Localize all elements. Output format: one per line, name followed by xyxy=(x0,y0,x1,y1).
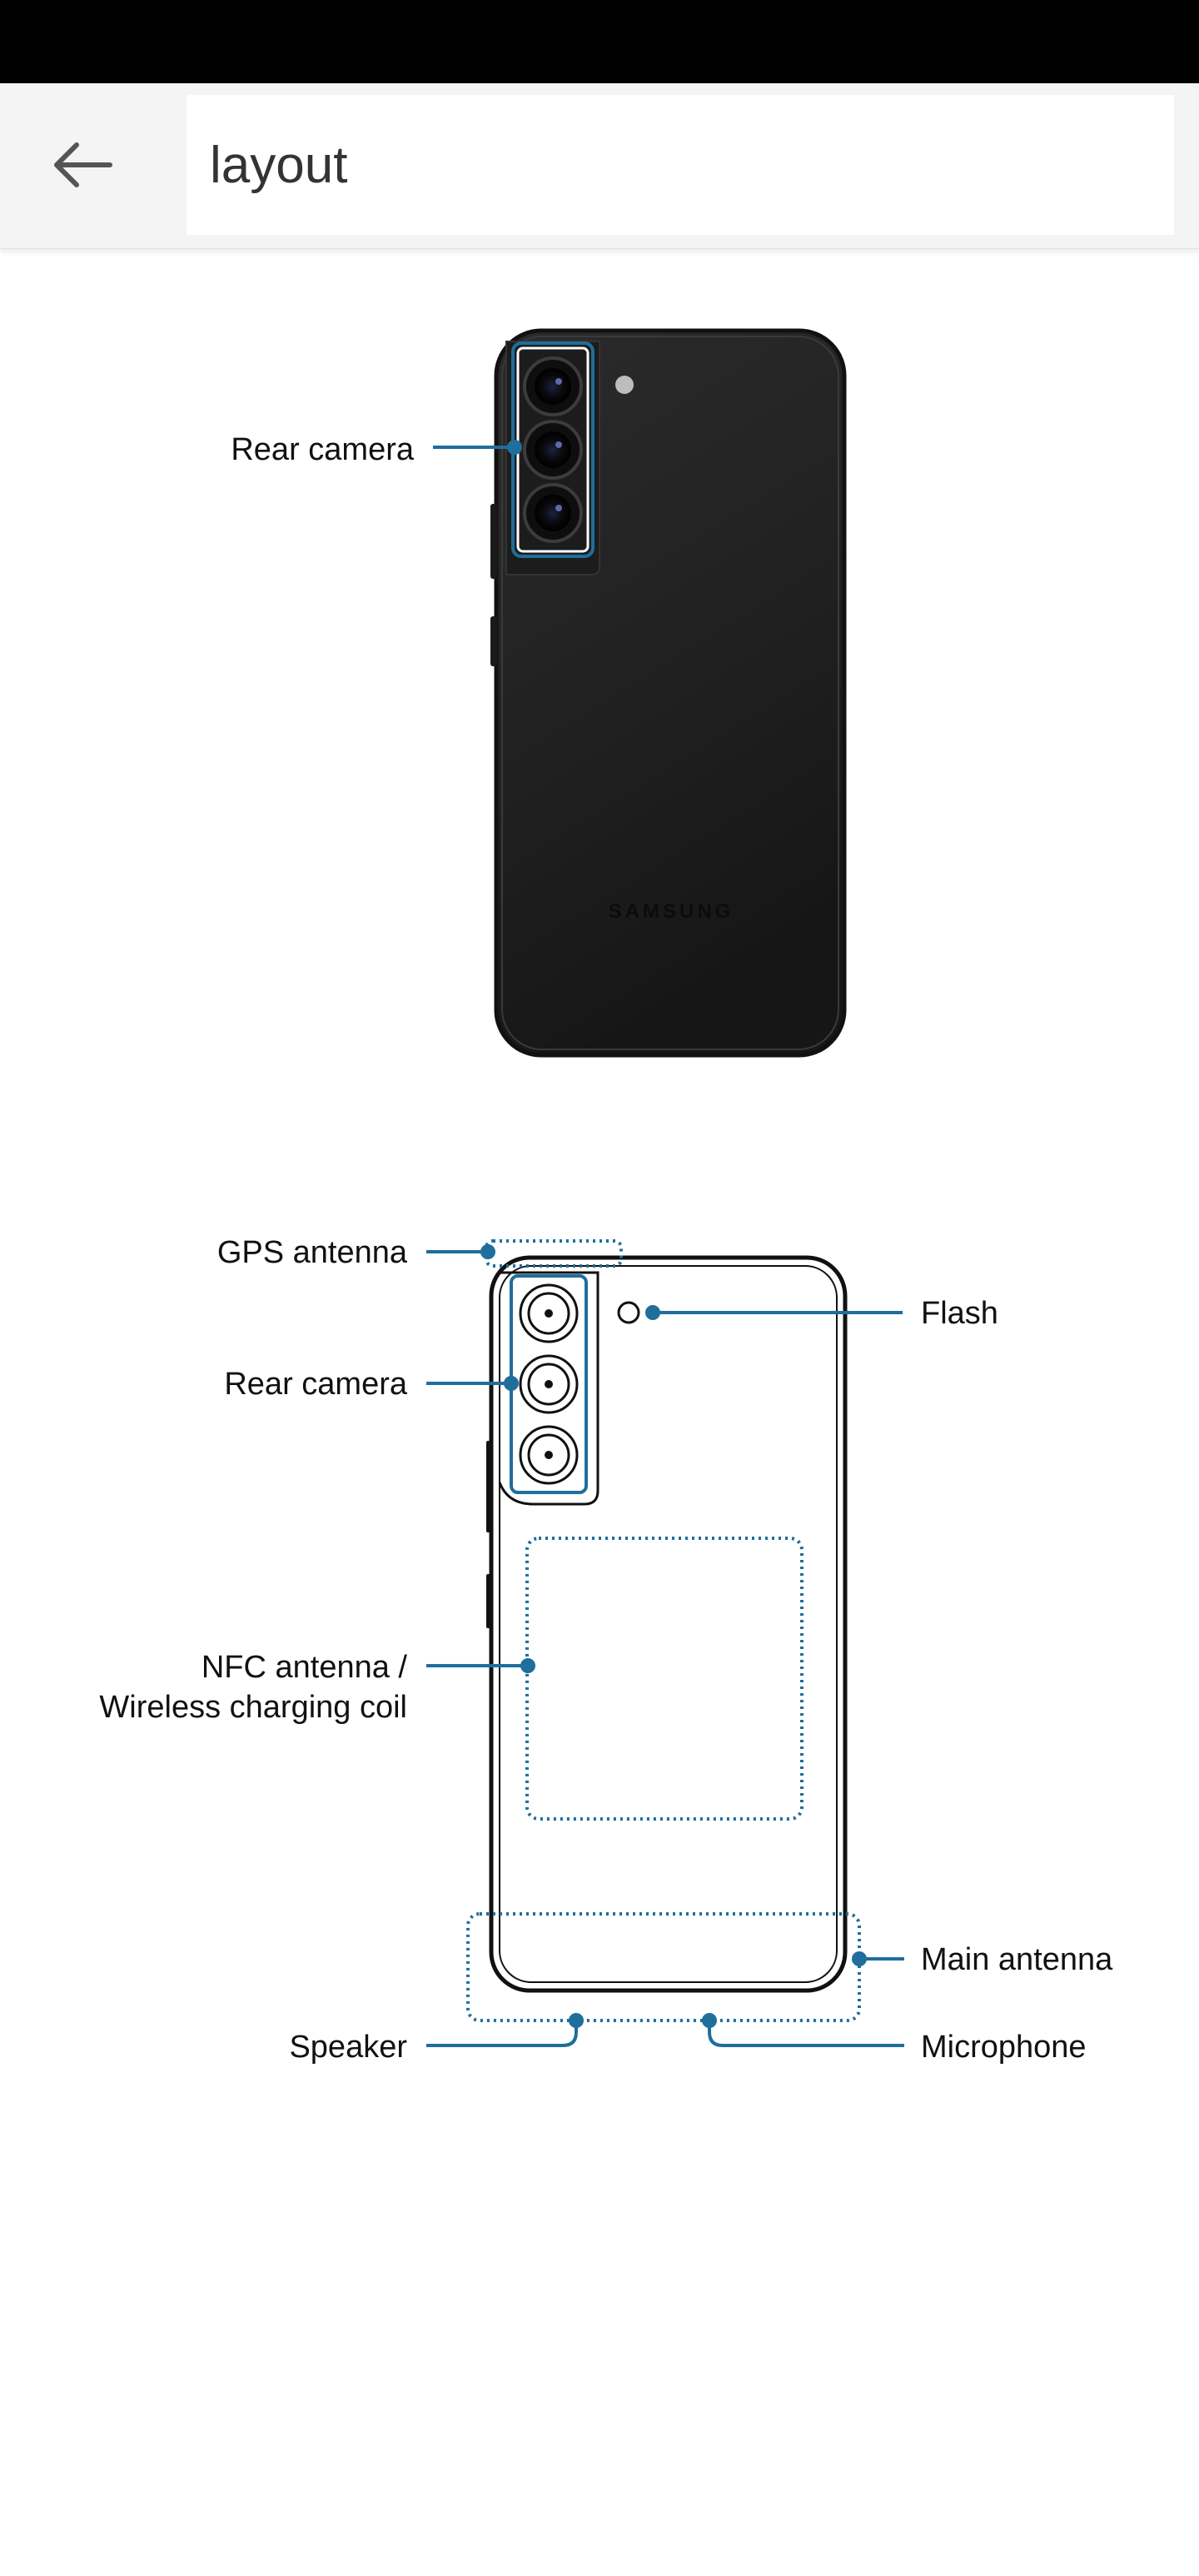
layout-illustration: SAMSUNG Rear camera xyxy=(99,328,1113,2065)
callout-flash: Flash xyxy=(645,1296,998,1331)
search-input[interactable] xyxy=(210,95,1151,235)
callout-speaker: Speaker xyxy=(289,2013,584,2065)
label-nfc-line1: NFC antenna / xyxy=(201,1650,408,1685)
label-microphone: Microphone xyxy=(921,2030,1087,2065)
flash-symbol xyxy=(617,1301,640,1324)
rear-camera-lenses xyxy=(523,356,583,543)
back-button[interactable] xyxy=(33,117,130,213)
phone-line-diagram xyxy=(466,1239,861,2022)
callout-microphone: Microphone xyxy=(702,2013,1087,2065)
callout-main-antenna: Main antenna xyxy=(852,1942,1113,1977)
label-nfc-line2: Wireless charging coil xyxy=(99,1690,407,1725)
label-flash: Flash xyxy=(921,1296,998,1331)
phone-back-photo: SAMSUNG xyxy=(490,328,847,1058)
label-main-antenna: Main antenna xyxy=(921,1942,1113,1977)
label-speaker: Speaker xyxy=(289,2030,407,2065)
main-antenna-area xyxy=(466,1912,861,2022)
search-box xyxy=(187,95,1174,235)
label-rear-camera-top: Rear camera xyxy=(231,432,414,467)
gps-antenna-area xyxy=(485,1239,623,1268)
nfc-antenna-area xyxy=(525,1537,803,1821)
flash-led xyxy=(615,376,634,394)
rear-camera-symbols xyxy=(519,1283,579,1485)
content-area: SAMSUNG Rear camera xyxy=(0,250,1199,2572)
label-rear-camera-diagram: Rear camera xyxy=(224,1367,407,1402)
status-bar xyxy=(0,0,1199,83)
label-gps-antenna: GPS antenna xyxy=(217,1235,408,1270)
arrow-left-icon xyxy=(54,142,112,187)
callout-rear-camera-diagram: Rear camera xyxy=(224,1367,519,1402)
callout-gps-antenna: GPS antenna xyxy=(217,1235,495,1270)
callout-nfc-antenna: NFC antenna / Wireless charging coil xyxy=(99,1650,535,1725)
callout-rear-camera-top: Rear camera xyxy=(231,432,522,467)
samsung-logo: SAMSUNG xyxy=(609,900,734,923)
search-header xyxy=(0,83,1199,249)
